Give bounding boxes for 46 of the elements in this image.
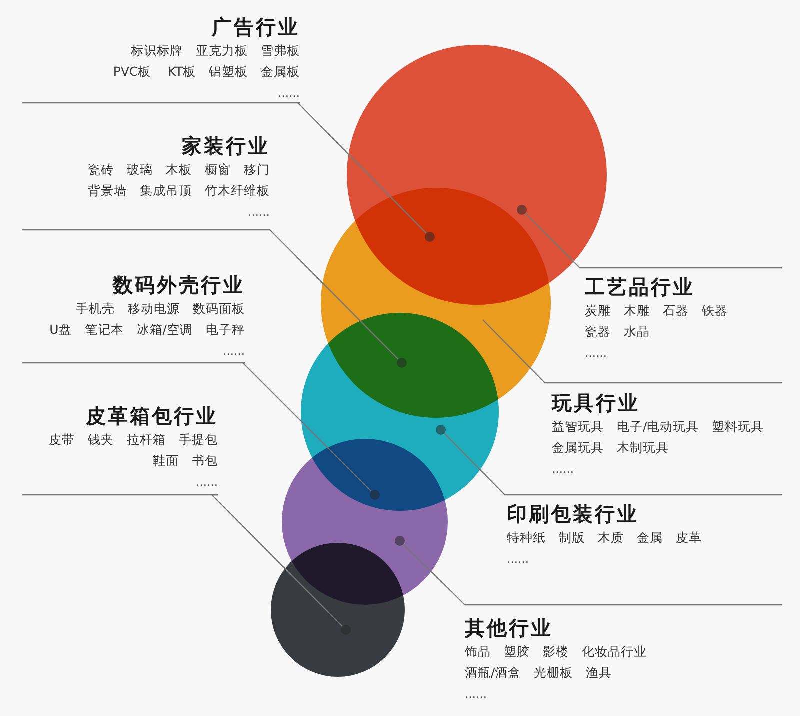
item-list: 瓷器 水晶: [585, 322, 650, 342]
ellipsis-text: ……: [507, 553, 529, 567]
leader-line: [269, 229, 399, 360]
dot-marker: [397, 358, 407, 368]
industry-heading: 家装行业: [182, 133, 270, 159]
item-list: 皮带 钱夹 拉杆箱 手提包: [49, 430, 218, 450]
item-list: 特种纸 制版 木质 金属 皮革: [507, 528, 702, 548]
item-list: PVC板 KT板 铝塑板 金属板: [113, 62, 300, 82]
leader-line: [210, 494, 343, 627]
ellipsis-text: ……: [465, 688, 487, 702]
dot-marker: [370, 490, 380, 500]
leader-line: [444, 433, 507, 496]
ellipsis-text: ……: [196, 476, 218, 490]
item-list: 背景墙 集成吊顶 竹木纤维板: [88, 181, 270, 201]
item-list: 益智玩具 电子/电动玩具 塑料玩具: [552, 417, 764, 437]
dot-marker: [395, 536, 405, 546]
industry-heading: 广告行业: [212, 14, 300, 40]
dot-marker: [517, 205, 527, 215]
ellipsis-text: ……: [552, 463, 574, 477]
industry-heading: 数码外壳行业: [113, 272, 245, 298]
industry-heading: 印刷包装行业: [507, 501, 639, 527]
leader-line: [525, 213, 585, 269]
dot-marker: [436, 425, 446, 435]
ellipsis-text: ……: [248, 206, 270, 220]
leader-line: [242, 362, 372, 492]
industry-heading: 工艺品行业: [585, 274, 695, 300]
ellipsis-text: ……: [278, 87, 300, 101]
leader-line: [296, 102, 427, 234]
item-list: U盘 笔记本 冰箱/空调 电子秤: [50, 320, 245, 340]
item-list: 标识标牌 亚克力板 雪弗板: [131, 41, 300, 61]
item-list: 手机壳 移动电源 数码面板: [76, 299, 245, 319]
industry-heading: 其他行业: [465, 615, 553, 641]
item-list: 酒瓶/酒盒 光栅板 渔具: [465, 663, 612, 683]
dot-marker: [341, 625, 351, 635]
item-list: 鞋面 书包: [153, 451, 218, 471]
leader-line: [403, 544, 466, 606]
item-list: 炭雕 木雕 石器 铁器: [585, 301, 728, 321]
item-list: 金属玩具 木制玩具: [552, 438, 669, 458]
item-list: 瓷砖 玻璃 木板 橱窗 移门: [88, 160, 270, 180]
ellipsis-text: ……: [223, 345, 245, 359]
industry-heading: 皮革箱包行业: [86, 403, 218, 429]
industry-heading: 玩具行业: [552, 390, 640, 416]
item-list: 饰品 塑胶 影楼 化妆品行业: [465, 642, 647, 662]
ellipsis-text: ……: [585, 347, 607, 361]
dot-marker: [425, 232, 435, 242]
leader-line: [482, 320, 552, 384]
